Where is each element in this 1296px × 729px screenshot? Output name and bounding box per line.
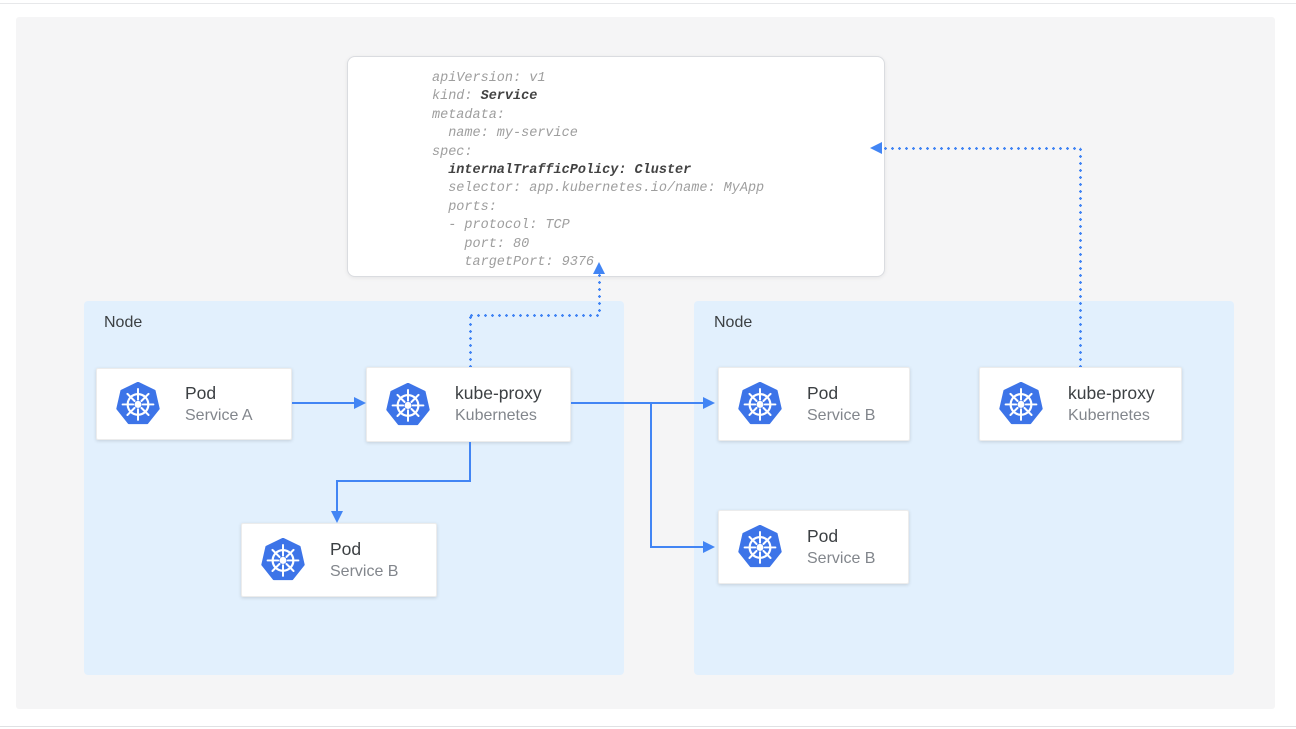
pod-card-service-b-right-top: Pod Service B — [718, 367, 910, 441]
arrow-kube-proxy-to-right-pod-top — [571, 402, 703, 404]
card-subtitle: Service B — [807, 549, 876, 567]
yaml-line: targetPort: 9376 — [432, 255, 595, 271]
arrow-kube-proxy-to-right-pod-bottom-segment — [650, 402, 652, 548]
node-label: Node — [714, 314, 753, 331]
kubernetes-icon — [998, 382, 1044, 426]
yaml-line: ports: — [432, 199, 497, 215]
kubernetes-icon — [260, 538, 306, 582]
dotted-arrow-kube-proxy-left-to-yaml — [469, 316, 472, 367]
yaml-line: spec: — [432, 144, 473, 160]
card-title: Pod — [807, 525, 839, 546]
node-label: Node — [104, 314, 143, 331]
node-box-left: Node — [84, 301, 624, 675]
yaml-line: kind: Service — [432, 89, 538, 105]
diagram-canvas: apiVersion: v1 kind: Service metadata: n… — [16, 17, 1275, 709]
arrowhead-icon — [703, 541, 715, 553]
yaml-line: port: 80 — [432, 236, 530, 252]
pod-card-service-b-right-bottom: Pod Service B — [718, 510, 909, 584]
yaml-line: - protocol: TCP — [432, 218, 570, 234]
bottom-divider — [0, 726, 1296, 727]
yaml-line: name: my-service — [432, 126, 578, 142]
pod-card-service-b-left: Pod Service B — [241, 523, 437, 597]
card-title: kube-proxy — [1068, 382, 1155, 403]
yaml-line: selector: app.kubernetes.io/name: MyApp — [432, 181, 765, 197]
yaml-line: metadata: — [432, 107, 505, 123]
card-title: Pod — [330, 538, 362, 559]
arrowhead-icon — [331, 511, 343, 523]
arrowhead-icon — [354, 397, 366, 409]
yaml-line: internalTrafficPolicy: Cluster — [448, 163, 692, 179]
card-subtitle: Service B — [807, 406, 876, 424]
arrowhead-icon — [593, 262, 605, 274]
arrowhead-icon — [870, 142, 882, 154]
dotted-arrow-kube-proxy-left-to-yaml — [598, 274, 601, 316]
arrowhead-icon — [703, 397, 715, 409]
kubernetes-icon — [115, 382, 161, 426]
dotted-arrow-kube-proxy-left-to-yaml — [470, 314, 601, 317]
kubernetes-icon — [737, 525, 783, 569]
arrow-pod-a-to-kube-proxy — [292, 402, 354, 404]
pod-card-service-a: Pod Service A — [96, 368, 292, 440]
arrow-kube-proxy-to-pod-b-left-segment — [336, 480, 338, 511]
yaml-line: apiVersion: v1 — [432, 71, 546, 86]
kubernetes-icon — [385, 383, 431, 427]
node-box-right: Node — [694, 301, 1234, 675]
arrow-kube-proxy-to-right-pod-bottom-segment — [650, 546, 703, 548]
kubernetes-icon — [737, 382, 783, 426]
service-yaml-card: apiVersion: v1 kind: Service metadata: n… — [347, 56, 885, 277]
card-title: kube-proxy — [455, 383, 542, 403]
top-divider — [0, 3, 1296, 4]
kube-proxy-card-right: kube-proxy Kubernetes — [979, 367, 1182, 441]
card-subtitle: Service A — [185, 406, 253, 424]
card-subtitle: Service B — [330, 562, 399, 580]
card-title: Pod — [185, 382, 217, 403]
card-title: Pod — [807, 382, 839, 403]
arrow-kube-proxy-to-pod-b-left-segment — [469, 442, 471, 481]
card-subtitle: Kubernetes — [1068, 406, 1150, 424]
card-subtitle: Kubernetes — [455, 407, 537, 424]
arrow-kube-proxy-to-pod-b-left-segment — [336, 480, 471, 482]
dotted-arrow-kube-proxy-right-to-yaml — [1079, 148, 1082, 367]
kube-proxy-card-left: kube-proxy Kubernetes — [366, 367, 571, 442]
dotted-arrow-kube-proxy-right-to-yaml — [884, 147, 1081, 150]
